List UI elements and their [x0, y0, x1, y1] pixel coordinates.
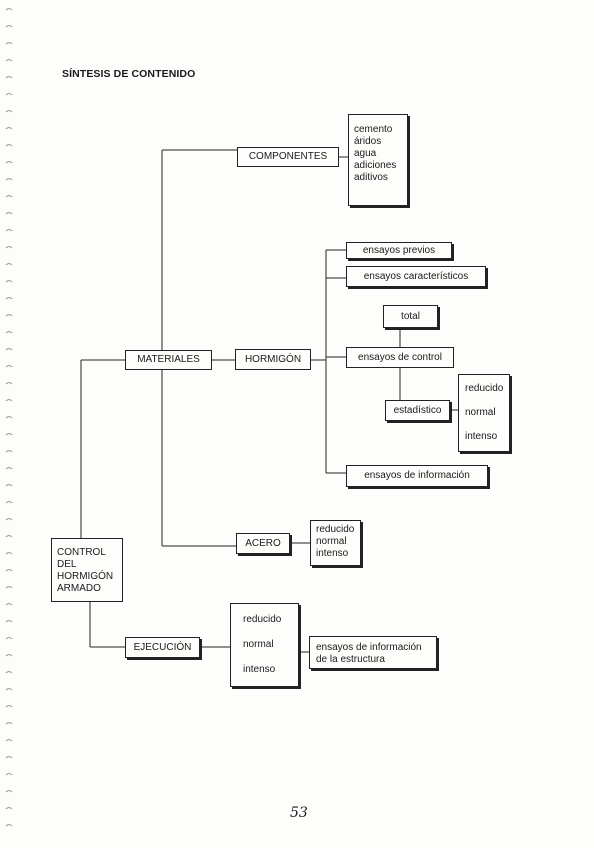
ensayos-previos-box: ensayos previos [346, 242, 452, 259]
hormigon-box: HORMIGÓN [235, 349, 311, 370]
componentes-item: áridos [354, 136, 382, 147]
ejecucion-box: EJECUCIÓN [125, 637, 200, 658]
ejecucion-levels-box: reducido normal intenso [230, 603, 299, 687]
ensayos-informacion-box: ensayos de información [346, 465, 488, 487]
componentes-item: cemento [354, 124, 393, 135]
level-item: intenso [243, 663, 276, 675]
estructura-line-2: de la estructura [316, 654, 385, 665]
binding-marks [5, 8, 13, 827]
level-item: normal [243, 638, 274, 650]
ensayos-estructura-box: ensayos de información de la estructura [309, 636, 437, 669]
level-item: intenso [316, 548, 349, 559]
page-title: SÍNTESIS DE CONTENIDO [62, 68, 196, 80]
estadistico-box: estadístico [385, 400, 450, 421]
level-item: reducido [243, 614, 282, 626]
control-hormigon-box: CONTROL DEL HORMIGÓN ARMADO [51, 538, 123, 602]
ensayos-caracteristicos-box: ensayos característicos [346, 266, 486, 287]
acero-box: ACERO [236, 533, 290, 554]
componentes-item: agua [354, 148, 377, 159]
level-item: reducido [316, 524, 355, 535]
level-item: normal [316, 536, 347, 547]
ensayos-control-box: ensayos de control [346, 347, 454, 368]
estructura-line-1: ensayos de información [316, 642, 422, 653]
level-item: normal [465, 407, 496, 418]
materiales-box: MATERIALES [125, 350, 212, 370]
total-box: total [383, 305, 438, 328]
control-line-1: CONTROL [57, 547, 106, 558]
control-line-3: HORMIGÓN [57, 571, 114, 582]
componentes-item: aditivos [354, 172, 388, 183]
acero-levels-box: reducido normal intenso [310, 520, 361, 566]
control-line-2: DEL [57, 559, 77, 570]
level-item: reducido [465, 383, 504, 394]
control-line-4: ARMADO [57, 583, 101, 594]
componentes-box: COMPONENTES [237, 147, 339, 167]
level-item: intenso [465, 431, 498, 442]
componentes-list-box: cemento áridos agua adiciones aditivos [348, 114, 408, 206]
componentes-item: adiciones [354, 160, 397, 171]
page-number: 53 [290, 805, 308, 821]
estadistico-levels-box: reducido normal intenso [458, 374, 510, 452]
